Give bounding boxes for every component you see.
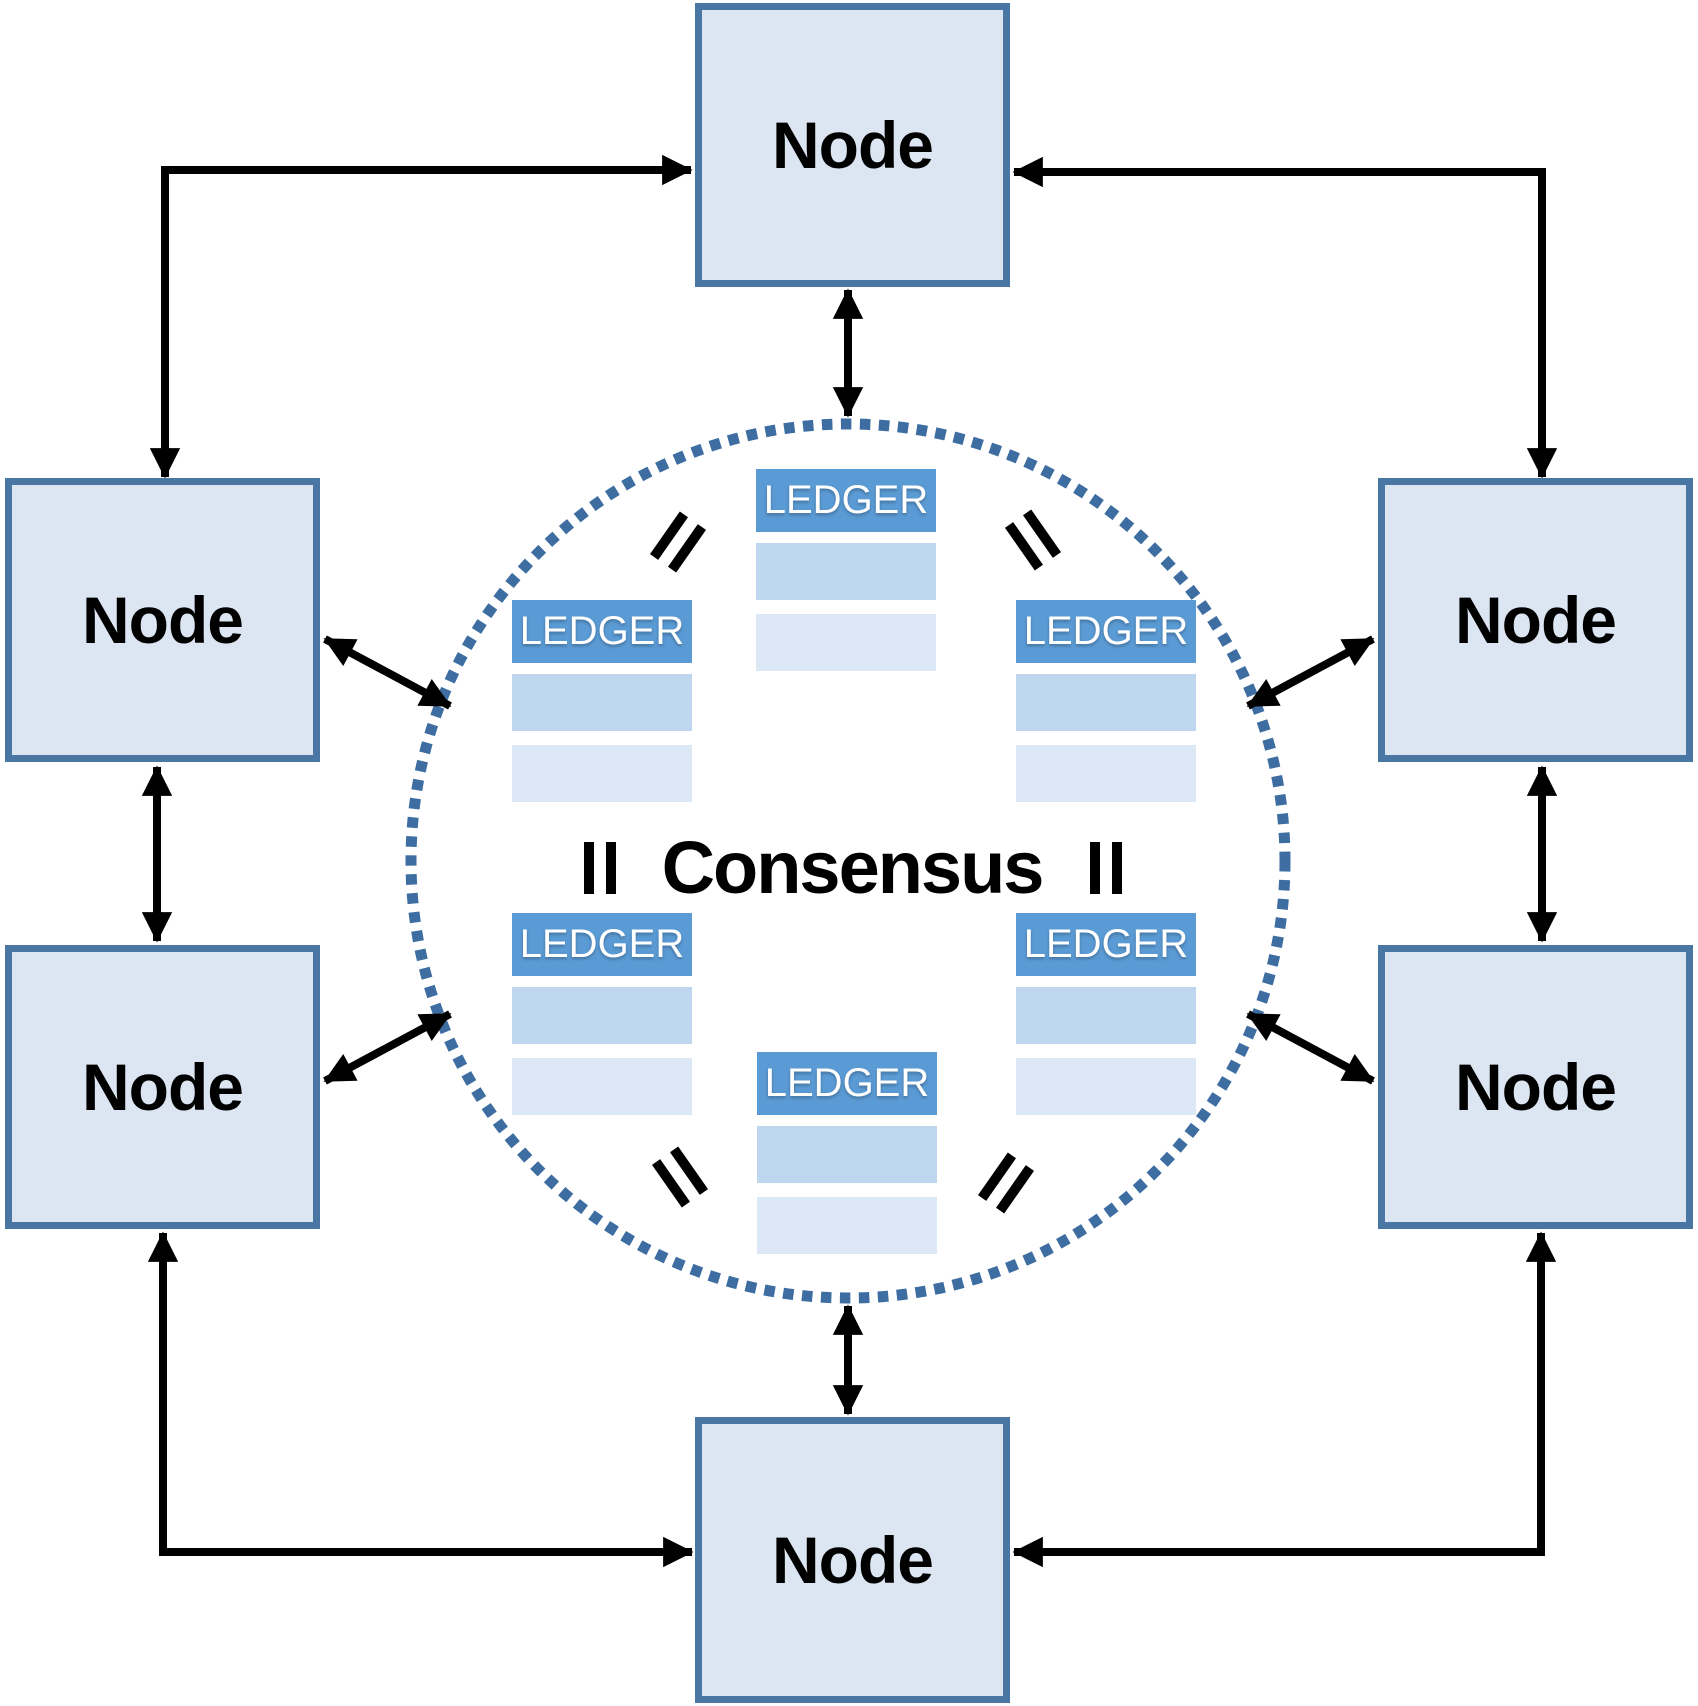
ledger-header: LEDGER bbox=[512, 913, 692, 976]
arrow-corner-bottom-right bbox=[1012, 1231, 1557, 1568]
arrow-corner-top-left bbox=[149, 154, 693, 479]
node-box-bottom: Node bbox=[695, 1417, 1010, 1703]
node-box-left-upper: Node bbox=[5, 478, 320, 762]
ledger-row bbox=[512, 987, 692, 1044]
ledger-row bbox=[512, 1058, 692, 1115]
equals-icon bbox=[584, 842, 616, 894]
node-box-top: Node bbox=[695, 3, 1010, 287]
arrow-left-upper-diagonal bbox=[323, 635, 452, 710]
node-label: Node bbox=[82, 583, 244, 657]
node-label: Node bbox=[1455, 1050, 1617, 1124]
ledger-table-left-bottom: LEDGER bbox=[512, 913, 692, 1115]
arrow-corner-bottom-left bbox=[147, 1231, 694, 1568]
arrow-corner-top-right bbox=[1012, 156, 1558, 479]
ledger-row bbox=[1016, 1058, 1196, 1115]
ledger-row bbox=[756, 543, 936, 600]
ledger-header: LEDGER bbox=[757, 1052, 937, 1115]
node-box-left-lower: Node bbox=[5, 945, 320, 1229]
ledger-table-top-center: LEDGER bbox=[756, 469, 936, 671]
node-label: Node bbox=[1455, 583, 1617, 657]
arrow-right-upper-diagonal bbox=[1246, 635, 1375, 710]
ledger-row bbox=[756, 614, 936, 671]
arrow-left-lower-diagonal bbox=[323, 1010, 452, 1085]
ledger-row bbox=[1016, 674, 1196, 731]
ledger-table-left-top: LEDGER bbox=[512, 600, 692, 802]
ledger-row bbox=[1016, 987, 1196, 1044]
equals-icon bbox=[1090, 842, 1122, 894]
ledger-row bbox=[512, 674, 692, 731]
ledger-row bbox=[512, 745, 692, 802]
ledger-table-bottom-center: LEDGER bbox=[757, 1052, 937, 1254]
ledger-header: LEDGER bbox=[1016, 913, 1196, 976]
ledger-header: LEDGER bbox=[1016, 600, 1196, 663]
ledger-header: LEDGER bbox=[756, 469, 936, 532]
arrow-right-lower-diagonal bbox=[1246, 1010, 1375, 1085]
node-box-right-lower: Node bbox=[1378, 945, 1693, 1229]
ledger-row bbox=[757, 1126, 937, 1183]
consensus-title: Consensus bbox=[661, 826, 1045, 909]
node-label: Node bbox=[772, 1523, 934, 1597]
node-label: Node bbox=[772, 108, 934, 182]
ledger-table-right-bottom: LEDGER bbox=[1016, 913, 1196, 1115]
node-box-right-upper: Node bbox=[1378, 478, 1693, 762]
ledger-row bbox=[1016, 745, 1196, 802]
ledger-row bbox=[757, 1197, 937, 1254]
consensus-boundary-circle bbox=[405, 418, 1291, 1304]
node-label: Node bbox=[82, 1050, 244, 1124]
ledger-header: LEDGER bbox=[512, 600, 692, 663]
ledger-table-right-top: LEDGER bbox=[1016, 600, 1196, 802]
